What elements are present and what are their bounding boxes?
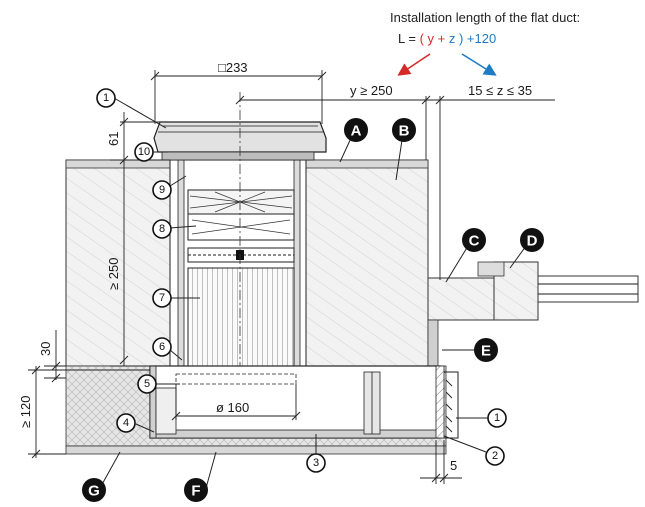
dim-120: ≥ 120 [18, 396, 33, 428]
callout-e-label: E [481, 343, 491, 360]
callout-5: 5 [137, 374, 157, 394]
callout-b: B [392, 118, 416, 142]
callout-1-bottom-label: 1 [494, 412, 500, 424]
blue-arrow [461, 53, 497, 76]
dim-250-vertical: ≥ 250 [106, 258, 121, 290]
dim-z-range: 15 ≤ z ≤ 35 [468, 83, 532, 98]
formula-lhs: L = [398, 31, 420, 46]
dim-30: 30 [38, 342, 53, 356]
callout-9: 9 [152, 180, 172, 200]
callout-2: 2 [485, 446, 505, 466]
formula-close: ) [455, 31, 463, 46]
callout-7: 7 [152, 288, 172, 308]
callout-e: E [474, 338, 498, 362]
callout-1-top: 1 [96, 88, 116, 108]
callout-a: A [344, 118, 368, 142]
callout-8: 8 [152, 219, 172, 239]
dim-y-min: y ≥ 250 [350, 83, 393, 98]
formula-z: z [449, 31, 456, 46]
formula-offset: +120 [463, 31, 496, 46]
dim-diameter: ø 160 [216, 400, 249, 415]
window-frame [427, 261, 639, 367]
callout-f-label: F [191, 483, 200, 500]
formula-caption: Installation length of the flat duct: [390, 10, 580, 25]
dim-61: 61 [106, 132, 121, 146]
formula-plus: + [434, 31, 449, 46]
callout-6-label: 6 [159, 341, 165, 353]
callout-g-label: G [88, 483, 100, 500]
callout-4: 4 [116, 413, 136, 433]
callout-b-label: B [399, 123, 410, 140]
red-arrow [397, 53, 431, 76]
callout-1-top-label: 1 [103, 92, 109, 104]
callout-g: G [82, 478, 106, 502]
callout-c-label: C [469, 233, 480, 250]
dimension-lines [28, 70, 555, 484]
formula-open: ( [420, 31, 428, 46]
flat-duct [149, 365, 459, 439]
callout-9-label: 9 [159, 184, 165, 196]
callout-10-label: 10 [138, 146, 150, 158]
callout-8-label: 8 [159, 223, 165, 235]
callout-c: C [462, 228, 486, 252]
callout-2-label: 2 [492, 450, 498, 462]
fan-unit [187, 189, 295, 263]
callout-a-label: A [351, 123, 362, 140]
callout-f: F [184, 478, 208, 502]
dim-square: □233 [218, 60, 248, 75]
callout-6: 6 [152, 337, 172, 357]
callout-3: 3 [306, 453, 326, 473]
formula-y: y [428, 31, 435, 46]
callout-4-label: 4 [123, 417, 129, 429]
dim-5: 5 [450, 458, 457, 473]
leader-lines [99, 97, 527, 489]
callout-d: D [520, 228, 544, 252]
callout-3-label: 3 [313, 457, 319, 469]
callout-5-label: 5 [144, 378, 150, 390]
callout-7-label: 7 [159, 292, 165, 304]
formula-expression: L = ( y + z ) +120 [398, 31, 496, 46]
callout-d-label: D [527, 233, 538, 250]
callout-1-bottom: 1 [487, 408, 507, 428]
callout-10: 10 [134, 142, 154, 162]
filter-cartridge [187, 267, 295, 375]
